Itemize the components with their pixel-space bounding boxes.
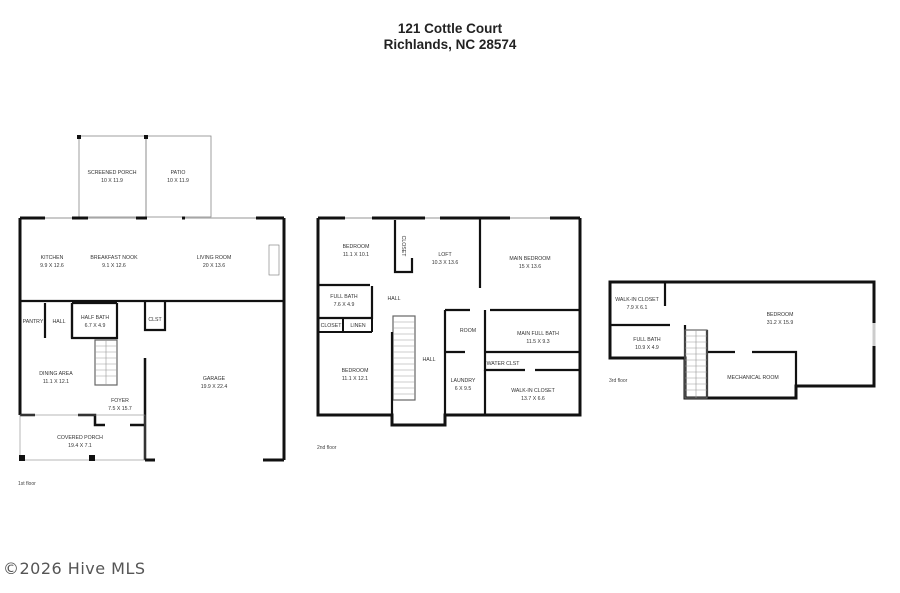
svg-text:WALK-IN CLOSET: WALK-IN CLOSET [511, 388, 555, 394]
floor-label: 3rd floor [609, 378, 628, 384]
svg-text:HALL: HALL [388, 296, 401, 302]
svg-text:LIVING ROOM: LIVING ROOM [197, 255, 232, 261]
svg-text:HALL: HALL [53, 319, 66, 325]
second-floor-plan [316, 216, 582, 427]
svg-text:20 X 13.6: 20 X 13.6 [203, 263, 225, 269]
svg-text:GARAGE: GARAGE [203, 376, 226, 382]
svg-text:10 X 11.9: 10 X 11.9 [101, 178, 123, 184]
svg-text:MAIN BEDROOM: MAIN BEDROOM [509, 256, 550, 262]
svg-text:COVERED PORCH: COVERED PORCH [57, 435, 103, 441]
svg-text:HALL: HALL [423, 357, 436, 363]
svg-text:11.1 X 10.1: 11.1 X 10.1 [343, 252, 369, 258]
third-floor-plan [608, 280, 876, 400]
svg-text:19.9 X 22.4: 19.9 X 22.4 [201, 384, 228, 390]
svg-text:7.5 X 15.7: 7.5 X 15.7 [108, 406, 132, 412]
svg-text:MECHANICAL ROOM: MECHANICAL ROOM [727, 375, 778, 381]
svg-text:10.3 X 13.6: 10.3 X 13.6 [432, 260, 459, 266]
svg-text:CLST: CLST [148, 317, 162, 323]
svg-text:FOYER: FOYER [111, 398, 129, 404]
floor-label: 2nd floor [317, 445, 337, 451]
copyright-watermark: ©2026 Hive MLS [3, 559, 146, 578]
svg-text:CLOSET: CLOSET [321, 323, 343, 329]
svg-text:MAIN FULL BATH: MAIN FULL BATH [517, 331, 559, 337]
svg-text:WATER CLST: WATER CLST [487, 361, 521, 367]
svg-text:PATIO: PATIO [171, 170, 186, 176]
svg-text:11.1 X 12.1: 11.1 X 12.1 [43, 379, 69, 385]
svg-text:6 X 9.5: 6 X 9.5 [455, 386, 472, 392]
svg-text:BEDROOM: BEDROOM [342, 368, 369, 374]
svg-text:ROOM: ROOM [460, 328, 476, 334]
first-floor-plan [18, 135, 286, 462]
floor-label: 1st floor [18, 481, 36, 487]
svg-text:11.1 X 12.1: 11.1 X 12.1 [342, 376, 368, 382]
room-label: SCREENED PORCH [87, 170, 136, 176]
svg-text:7.6 X 4.9: 7.6 X 4.9 [334, 302, 355, 308]
svg-text:7.9 X 6.1: 7.9 X 6.1 [627, 305, 648, 311]
svg-text:LAUNDRY: LAUNDRY [451, 378, 476, 384]
svg-text:10 X 11.9: 10 X 11.9 [167, 178, 189, 184]
svg-text:9.1 X 12.6: 9.1 X 12.6 [102, 263, 126, 269]
svg-text:BEDROOM: BEDROOM [343, 244, 370, 250]
svg-text:FULL BATH: FULL BATH [633, 337, 661, 343]
third-floor-labels: WALK-IN CLOSET 7.9 X 6.1 BEDROOM 31.2 X … [609, 297, 793, 384]
svg-text:HALF BATH: HALF BATH [81, 315, 109, 321]
svg-text:LINEN: LINEN [350, 323, 366, 329]
first-floor-labels: SCREENED PORCH 10 X 11.9 PATIO 10 X 11.9… [18, 170, 231, 487]
svg-text:KITCHEN: KITCHEN [41, 255, 64, 261]
address-line-1: 121 Cottle Court [397, 21, 503, 36]
svg-text:PANTRY: PANTRY [23, 319, 44, 325]
svg-text:6.7 X 4.9: 6.7 X 4.9 [85, 323, 106, 329]
svg-text:BEDROOM: BEDROOM [767, 312, 794, 318]
svg-text:31.2 X 15.9: 31.2 X 15.9 [767, 320, 794, 326]
address-line-2: Richlands, NC 28574 [383, 37, 517, 52]
second-floor-labels: BEDROOM 11.1 X 10.1 CLOSET LOFT 10.3 X 1… [317, 236, 559, 451]
svg-text:BREAKFAST NOOK: BREAKFAST NOOK [90, 255, 138, 261]
svg-text:13.7 X 6.6: 13.7 X 6.6 [521, 396, 545, 402]
svg-text:10.9 X 4.9: 10.9 X 4.9 [635, 345, 659, 351]
svg-text:WALK-IN CLOSET: WALK-IN CLOSET [615, 297, 659, 303]
svg-text:DINING AREA: DINING AREA [39, 371, 73, 377]
svg-text:11.5 X 9.3: 11.5 X 9.3 [526, 339, 549, 345]
svg-text:9.9 X 12.6: 9.9 X 12.6 [40, 263, 64, 269]
svg-text:CLOSET: CLOSET [400, 236, 406, 258]
svg-text:19.4 X 7.1: 19.4 X 7.1 [68, 443, 92, 449]
svg-text:15 X 13.6: 15 X 13.6 [519, 264, 541, 270]
svg-text:FULL BATH: FULL BATH [330, 294, 358, 300]
svg-text:LOFT: LOFT [438, 252, 452, 258]
